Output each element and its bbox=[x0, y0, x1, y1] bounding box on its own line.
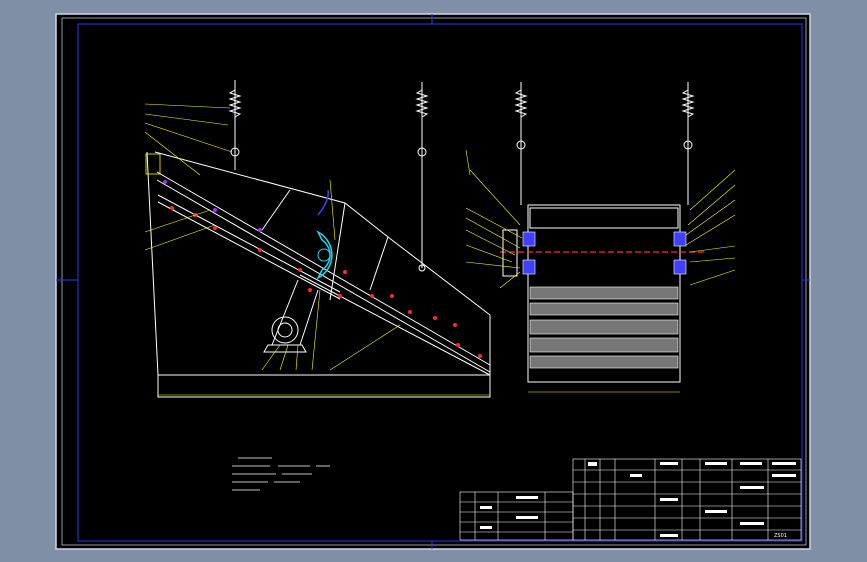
side-leaders bbox=[144, 103, 401, 371]
lower-deck-b bbox=[157, 201, 341, 300]
outer-frame bbox=[61, 17, 807, 546]
drawing-number: ZS01 bbox=[774, 533, 787, 539]
base-frame bbox=[157, 374, 491, 398]
blue-arc bbox=[317, 189, 330, 216]
brace-2 bbox=[369, 236, 389, 291]
end-view bbox=[465, 82, 736, 393]
spring-hanger-3 bbox=[514, 82, 528, 205]
border-frame bbox=[77, 23, 803, 542]
brace-1 bbox=[261, 189, 291, 231]
lower-deck bbox=[157, 194, 341, 293]
upper-deck-b bbox=[156, 179, 491, 373]
technical-notes bbox=[232, 457, 330, 491]
brace-3 bbox=[329, 202, 346, 301]
spring-hanger-1 bbox=[228, 80, 242, 170]
title-block bbox=[459, 458, 802, 541]
motor-base bbox=[263, 344, 307, 353]
pulley-left bbox=[502, 229, 518, 277]
mesh-panels bbox=[529, 286, 679, 369]
inlet-box bbox=[145, 153, 161, 175]
spring-hanger-2 bbox=[415, 82, 429, 272]
bearing-left-top bbox=[522, 231, 536, 247]
bearing-right-top bbox=[673, 231, 687, 247]
motor-pulley bbox=[271, 316, 299, 344]
support-1 bbox=[271, 279, 299, 346]
title-block-entries bbox=[480, 462, 796, 537]
bearing-left-bottom bbox=[522, 259, 536, 275]
end-leaders bbox=[465, 149, 736, 393]
motor-hub bbox=[277, 322, 293, 338]
top-box bbox=[529, 207, 679, 229]
bearing-right-bottom bbox=[673, 259, 687, 275]
exciter-housing bbox=[316, 230, 333, 280]
support-2 bbox=[299, 289, 319, 346]
end-frame bbox=[527, 204, 681, 383]
side-view bbox=[144, 80, 491, 398]
left-wall bbox=[146, 151, 159, 376]
purple-marks bbox=[163, 180, 262, 232]
side-marks bbox=[170, 206, 482, 358]
drawing-sheet bbox=[55, 13, 811, 550]
exciter-shaft bbox=[317, 248, 331, 262]
spring-hanger-4 bbox=[681, 82, 695, 205]
